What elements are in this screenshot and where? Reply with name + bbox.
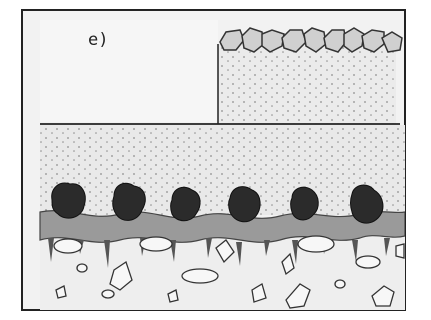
gravel-stone-icon <box>335 280 345 288</box>
gravel-stone-icon <box>140 237 172 251</box>
figure-label: e) <box>88 30 108 50</box>
dark-aggregate-icon <box>229 187 261 222</box>
gravel-stone-icon <box>396 244 404 258</box>
gravel-stone-icon <box>102 290 114 298</box>
gravel-stone-icon <box>182 269 218 283</box>
open-area <box>40 20 218 122</box>
gravel-stone-icon <box>77 264 87 272</box>
dark-aggregate-icon <box>52 183 85 218</box>
binder-membrane <box>40 211 405 243</box>
surface-chips-row <box>220 28 402 52</box>
gravel-stone-icon <box>298 236 334 252</box>
gravel-stone-icon <box>356 256 380 268</box>
gravel-stone-icon <box>54 239 82 253</box>
